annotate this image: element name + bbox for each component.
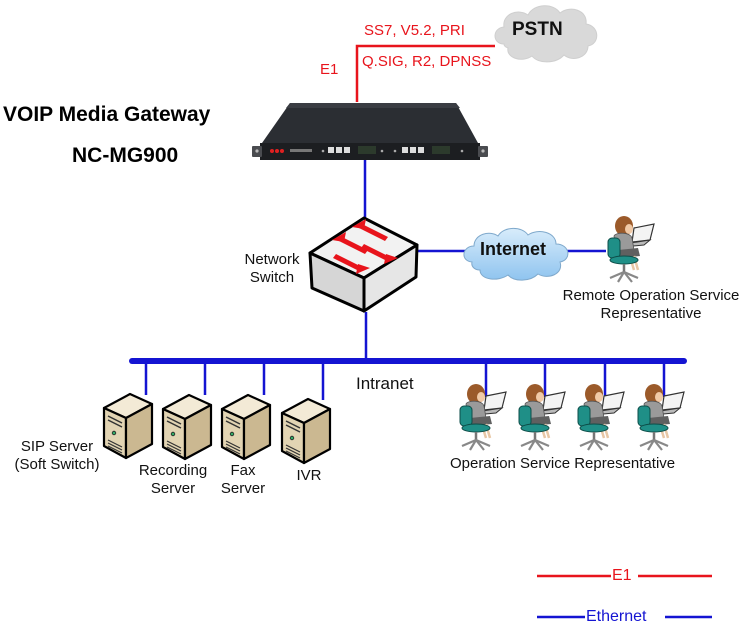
ivr-server-icon [280,397,332,465]
switch-label-line2: Switch [249,269,295,286]
remote-operator-icon [606,214,656,284]
e1-link-line [355,44,495,102]
pstn-label: PSTN [512,19,563,40]
server-label-sip: SIP Server (Soft Switch) [2,438,112,474]
pstn-protocols-top: SS7, V5.2, PRI [364,22,465,39]
network-switch-icon [308,216,419,313]
fax-server-icon [220,393,272,461]
server-label-recording: Recording Server [128,462,218,498]
operators-label: Operation Service Representative [450,455,676,472]
gateway-model-title: NC-MG900 [72,144,179,167]
pstn-protocols-bottom: Q.SIG, R2, DPNSS [362,53,492,70]
server-label-line1: SIP Server [20,438,94,455]
operator-icon [636,382,686,452]
operator-icon [517,382,567,452]
switch-label-line1: Network [244,251,300,268]
server-label-line2: (Soft Switch) [14,456,100,473]
internet-label: Internet [480,239,547,259]
server-label-line1: Fax [230,462,256,479]
operator-icon [576,382,626,452]
intranet-label: Intranet [356,374,414,393]
internet-cloud-icon [463,227,569,281]
pstn-cloud-icon [494,5,598,63]
server-label-fax: Fax Server [213,462,273,498]
legend-ethernet-label: Ethernet [586,608,647,625]
server-label-line1: IVR [296,467,322,484]
server-label-line1: Recording [138,462,208,479]
recording-server-icon [161,393,213,461]
server-label-line2: Server [220,480,266,497]
gateway-title: VOIP Media Gateway [3,103,211,126]
switch-label: Network Switch [239,251,305,287]
remote-rep-label-line1: Remote Operation Service [562,287,740,304]
operator-icon [458,382,508,452]
server-label-ivr: IVR [284,467,334,485]
remote-rep-label-line2: Representative [600,305,702,322]
legend-e1-label: E1 [612,567,632,584]
e1-link-label: E1 [320,61,339,78]
media-gateway-device-icon [252,103,488,160]
remote-rep-label: Remote Operation Service Representative [551,287,750,323]
server-label-line2: Server [150,480,196,497]
